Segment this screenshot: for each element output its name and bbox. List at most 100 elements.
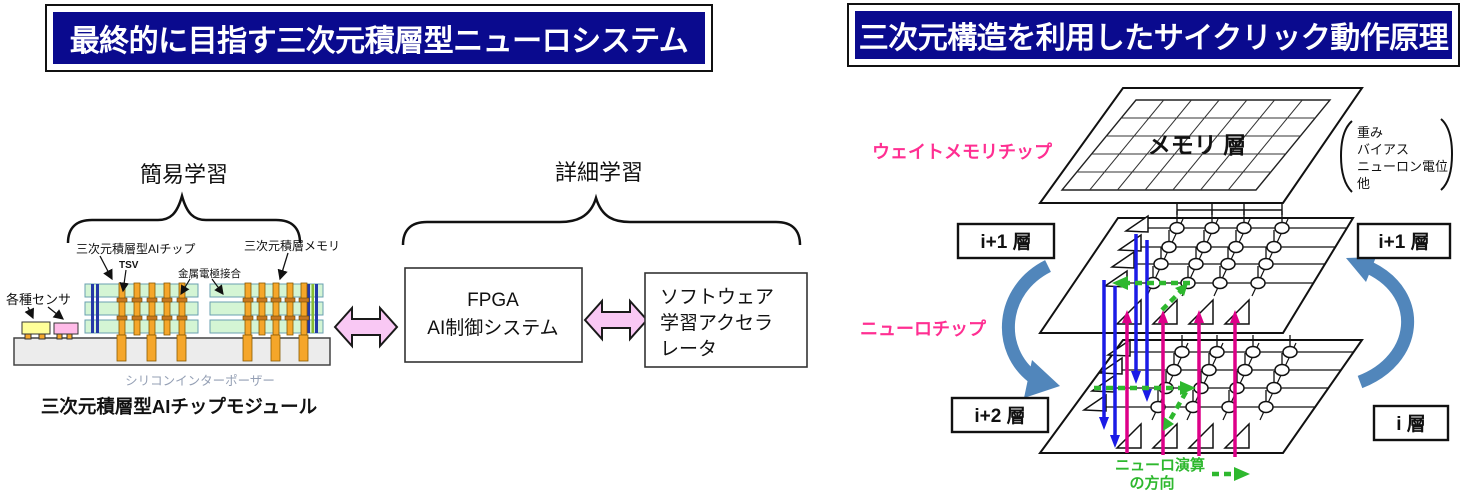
interposer-label: シリコンインターポーザー xyxy=(125,374,275,388)
synapse-node xyxy=(1282,345,1298,359)
memory-grid-line xyxy=(1089,99,1165,191)
module-caption: 三次元積層型AIチップモジュール xyxy=(41,396,318,417)
layer-label-boxes xyxy=(950,222,1452,442)
synapse-node xyxy=(1245,345,1261,359)
direction-legend-line1: ニューロ演算 xyxy=(1115,456,1205,474)
synapse-node xyxy=(1250,276,1266,290)
right-title: 三次元構造を利用したサイクリック動作原理 xyxy=(855,11,1452,59)
synapse-node xyxy=(1274,363,1290,377)
row-amplifier-triangle xyxy=(1081,393,1107,412)
simple-learning-label: 簡易学習 xyxy=(140,162,228,187)
synapse-node xyxy=(1228,240,1244,254)
detailed-learning-label: 詳細学習 xyxy=(555,160,643,185)
column-amplifier-triangle xyxy=(1223,422,1250,449)
stacked-memory-label: 三次元積層メモリ xyxy=(244,238,340,253)
synapse-node xyxy=(1196,240,1212,254)
memory-grid-line xyxy=(1172,99,1248,191)
synapse-node xyxy=(1266,381,1282,395)
synapse-node xyxy=(1188,257,1204,271)
memory-layer-plane xyxy=(1038,87,1364,204)
synapse-node xyxy=(1229,381,1245,395)
sensors-pointer xyxy=(47,306,65,320)
left-diagram: 簡易学習 詳細学習 xyxy=(6,160,808,417)
memory-grid xyxy=(1060,99,1332,191)
synapse-node xyxy=(1236,221,1252,235)
synapse-node xyxy=(1166,363,1182,377)
memory-content-item: 重み xyxy=(1357,125,1383,140)
memory-content-item: ニューロン電位 xyxy=(1357,159,1448,174)
cycle-arrow-right-icon xyxy=(1346,257,1414,389)
chip-edge-stripes xyxy=(91,284,318,333)
metal-bond-bumps xyxy=(116,297,310,321)
memory-grid-line xyxy=(1117,99,1192,191)
row-amplifier-triangle xyxy=(1109,250,1135,269)
link-arrow-fpga-software xyxy=(583,298,649,342)
synapse-node xyxy=(1193,381,1209,395)
weight-memory-chip-label: ウェイトメモリチップ xyxy=(872,141,1053,162)
synapse-node xyxy=(1212,276,1228,290)
synapse-node xyxy=(1174,345,1190,359)
bracket-right xyxy=(1440,118,1454,191)
left-title-box: 最終的に目指す三次元積層型ニューロシステム xyxy=(45,4,713,72)
fpga-line2: AI制御システム xyxy=(427,317,558,339)
neuro-chip-label: ニューロチップ xyxy=(860,318,987,339)
row-amplifier-triangle xyxy=(1123,214,1149,233)
synapse-node xyxy=(1204,221,1220,235)
synapse-node xyxy=(1258,400,1274,414)
fpga-box xyxy=(404,267,583,363)
synapse-node xyxy=(1161,240,1177,254)
fpga-line1: FPGA xyxy=(467,290,519,311)
memory-content-item: バイアス xyxy=(1357,142,1409,157)
bracket-left xyxy=(1339,120,1353,193)
memory-grid-border xyxy=(1060,99,1332,191)
column-amplifier-triangle xyxy=(1151,298,1178,325)
cycle-arrow-left-icon xyxy=(1001,260,1060,398)
metal-bond-pointer xyxy=(180,278,191,296)
synapse-node xyxy=(1220,257,1236,271)
layer-i2-label: i+2 層 xyxy=(974,405,1025,427)
right-diagram: メモリ 層 重み バイアス ニューロン電位 他 xyxy=(860,87,1454,492)
memory-grid-line xyxy=(1200,99,1275,191)
layer-i1-left-label: i+1 層 xyxy=(980,231,1031,253)
ai-chip-label: 三次元積層型AIチップ xyxy=(76,241,195,256)
silicon-interposer xyxy=(13,337,331,366)
memory-content-item: 他 xyxy=(1357,176,1370,191)
column-amplifier-triangle xyxy=(1223,298,1250,325)
green-direction-arrows xyxy=(1094,276,1250,481)
link-arrow-module-fpga xyxy=(333,305,399,349)
synapse-node xyxy=(1209,345,1225,359)
brace-detailed-learning xyxy=(401,193,802,246)
metal-bond-label: 金属電極接合 xyxy=(178,267,241,280)
synapse-node xyxy=(1237,363,1253,377)
layer-i-label: i 層 xyxy=(1396,413,1426,435)
tsv-pointer xyxy=(119,269,129,293)
brace-simple-learning xyxy=(66,191,302,244)
column-amplifier-triangle xyxy=(1187,298,1214,325)
right-title-box: 三次元構造を利用したサイクリック動作原理 xyxy=(847,3,1460,67)
software-line1: ソフトウェア xyxy=(660,287,774,308)
blue-down-arrows xyxy=(1099,234,1152,448)
sensors-pointer xyxy=(24,306,34,320)
synapse-node xyxy=(1274,221,1290,235)
ai-chip-pointer xyxy=(99,255,113,281)
column-amplifier-triangle xyxy=(1115,422,1142,449)
memory-grid-line xyxy=(1144,99,1220,191)
memory-layer-label: メモリ 層 xyxy=(1148,132,1246,158)
memory-connectors xyxy=(1176,204,1283,215)
sensor-chips xyxy=(21,321,79,340)
synapse-node xyxy=(1201,363,1217,377)
layer-i1-right-label: i+1 層 xyxy=(1378,231,1429,253)
metal-bond-pointer xyxy=(211,278,224,295)
synapse-node xyxy=(1169,221,1185,235)
left-title: 最終的に目指す三次元積層型ニューロシステム xyxy=(53,12,705,64)
tsv-vias xyxy=(116,282,309,362)
software-box xyxy=(644,272,808,368)
column-amplifier-triangle xyxy=(1187,422,1214,449)
magenta-up-arrows xyxy=(1122,310,1240,457)
synapse-node xyxy=(1266,240,1282,254)
software-line2: 学習アクセラ xyxy=(660,312,773,334)
memory-grid-line xyxy=(1227,99,1303,191)
synapse-node xyxy=(1258,257,1274,271)
